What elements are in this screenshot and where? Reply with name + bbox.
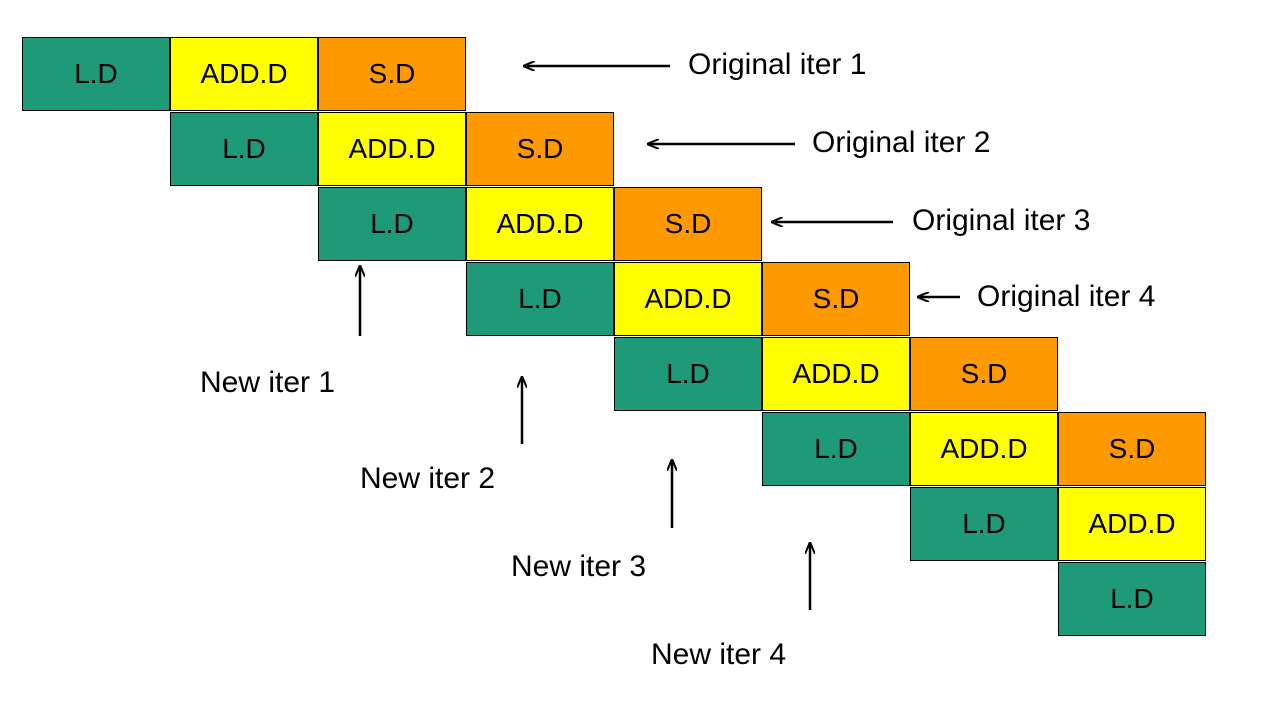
stage-s-d-row-1: S.D xyxy=(318,37,466,111)
stage-l-d-row-3: L.D xyxy=(318,187,466,261)
new-iter-2-label: New iter 2 xyxy=(360,462,496,495)
stage-add-d-row-2: ADD.D xyxy=(318,112,466,186)
stage-add-d-row-7: ADD.D xyxy=(1058,487,1206,561)
stage-l-d-row-1: L.D xyxy=(22,37,170,111)
stage-add-d-row-6: ADD.D xyxy=(910,412,1058,486)
original-iter-1-label: Original iter 1 xyxy=(688,48,867,81)
stage-l-d-row-2: L.D xyxy=(170,112,318,186)
stage-l-d-row-7: L.D xyxy=(910,487,1058,561)
original-iter-2-label: Original iter 2 xyxy=(812,126,991,159)
stage-s-d-row-2: S.D xyxy=(466,112,614,186)
stage-add-d-row-1: ADD.D xyxy=(170,37,318,111)
new-iter-3-label: New iter 3 xyxy=(511,550,647,583)
stage-s-d-row-4: S.D xyxy=(762,262,910,336)
stage-l-d-row-5: L.D xyxy=(614,337,762,411)
new-iter-1-label: New iter 1 xyxy=(200,366,336,399)
stage-l-d-row-4: L.D xyxy=(466,262,614,336)
stage-l-d-row-6: L.D xyxy=(762,412,910,486)
stage-l-d-row-8: L.D xyxy=(1058,562,1206,636)
stage-s-d-row-3: S.D xyxy=(614,187,762,261)
stage-add-d-row-5: ADD.D xyxy=(762,337,910,411)
original-iter-4-label: Original iter 4 xyxy=(977,280,1156,313)
original-iter-3-label: Original iter 3 xyxy=(912,204,1091,237)
stage-add-d-row-3: ADD.D xyxy=(466,187,614,261)
stage-add-d-row-4: ADD.D xyxy=(614,262,762,336)
stage-s-d-row-6: S.D xyxy=(1058,412,1206,486)
stage-s-d-row-5: S.D xyxy=(910,337,1058,411)
new-iter-4-label: New iter 4 xyxy=(651,638,787,671)
